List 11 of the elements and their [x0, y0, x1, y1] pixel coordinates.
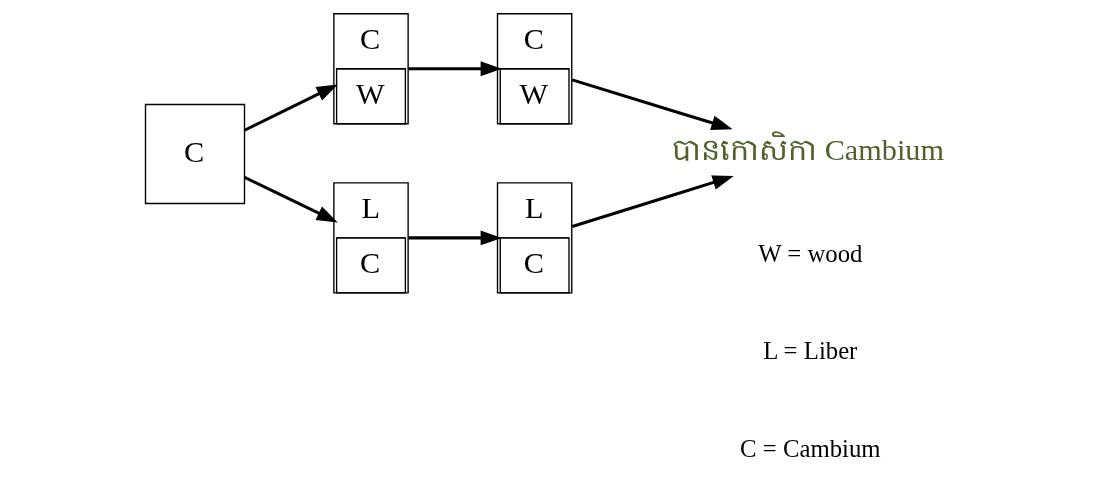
arrow [408, 230, 502, 246]
arrow [243, 84, 338, 132]
node-text: បានកោសិកា Cambium [671, 133, 944, 168]
arrow [408, 61, 502, 77]
node-box: C [144, 103, 245, 205]
label: L = Liber [762, 337, 857, 365]
label: C = Cambium [739, 435, 881, 463]
label: W = wood [757, 239, 862, 267]
arrow [571, 78, 733, 131]
arrow [243, 176, 338, 223]
arrow [571, 175, 734, 228]
